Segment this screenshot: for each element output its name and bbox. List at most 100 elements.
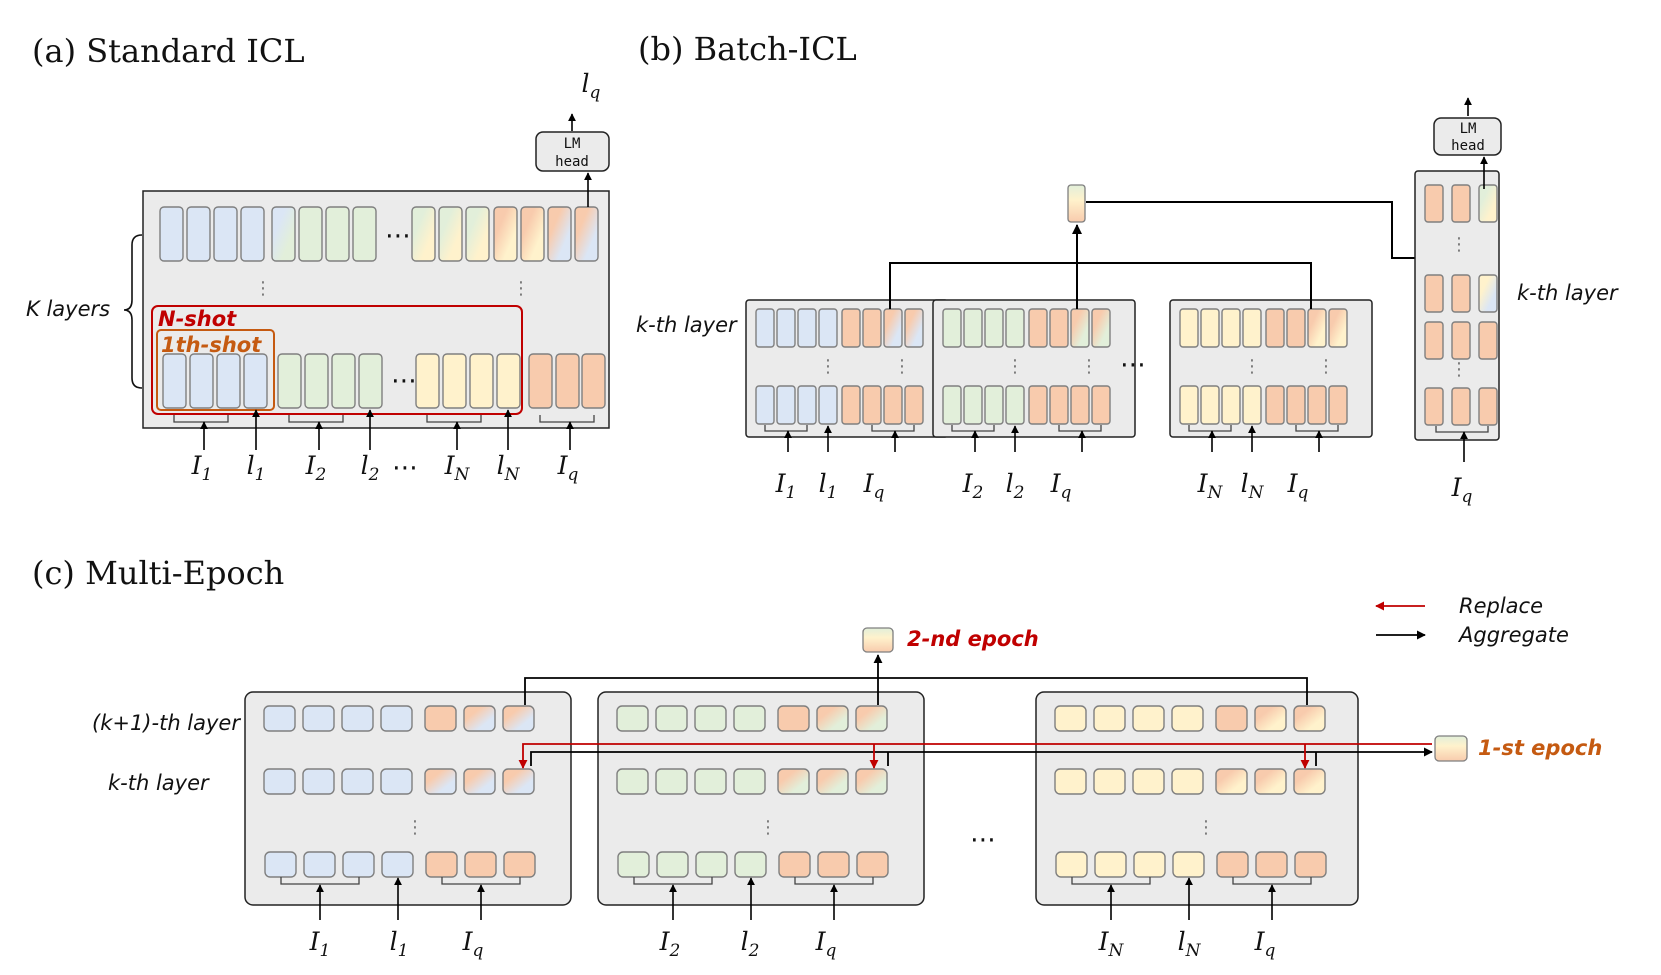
panel-c-title: (c) Multi-Epoch [32,554,284,592]
lm-head-a [535,131,610,172]
token [464,851,497,878]
token [380,705,413,732]
token [1478,184,1498,223]
symbol-l2: l2 [361,451,380,485]
ellipsis: ⋯ [391,366,417,396]
token [942,385,962,425]
panel-a-title: (a) Standard ICL [32,32,305,70]
token [302,768,335,795]
token [465,206,490,262]
token-bracket [633,877,713,885]
token [776,308,796,348]
token [263,705,296,732]
token [617,851,650,878]
k-layers-label: K layers [26,297,110,321]
token-bracket [280,877,360,885]
symbol-l1: l1 [819,469,838,503]
vdots: ⋮ [1450,234,1468,255]
token [574,206,599,262]
token [1049,308,1069,348]
vdots: ⋮ [1006,356,1024,377]
token [1328,385,1348,425]
token [325,206,350,262]
token [263,768,296,795]
token [496,353,521,409]
lm-head-b [1433,117,1502,156]
layers-bracket [123,234,143,389]
token-bracket [1232,877,1312,885]
token [904,385,924,425]
token [816,705,849,732]
one-shot-label: 1th-shot [161,333,262,357]
token [503,851,536,878]
token [855,768,888,795]
symbol-I1: I1 [309,927,331,961]
token-bracket [1071,877,1151,885]
b-kth-layer-right: k-th layer [1517,281,1619,305]
token [520,206,545,262]
token [656,851,689,878]
token [502,705,535,732]
token [694,705,727,732]
token [883,385,903,425]
b-kth-layer-label: k-th layer [636,313,738,337]
token [1132,705,1165,732]
token [243,353,268,409]
lm-head-line2: head [555,154,589,170]
symbol-l1: l1 [390,927,409,961]
token [984,385,1004,425]
token [855,705,888,732]
token [1255,851,1288,878]
token [856,851,889,878]
symbol-I1: I1 [775,469,797,503]
token [777,705,810,732]
token [240,206,265,262]
legend-replace: Replace [1459,594,1543,618]
token [189,353,214,409]
one-shot-frame [156,329,275,411]
token [1091,308,1111,348]
token [816,768,849,795]
symbol-Iq: Iq [1254,927,1276,961]
token [555,353,580,409]
token-bracket [441,877,521,885]
token [1216,851,1249,878]
token [797,385,817,425]
token [862,308,882,348]
ellipsis: ⋯ [970,825,996,855]
token [1179,308,1199,348]
token [733,768,766,795]
token [862,385,882,425]
token [1070,308,1090,348]
token [298,206,323,262]
token [904,308,924,348]
token [358,353,383,409]
token [1028,385,1048,425]
token [1286,308,1306,348]
token [1094,851,1127,878]
vdots: ⋮ [1080,356,1098,377]
token [1005,385,1025,425]
vdots: ⋮ [819,356,837,377]
token [411,206,436,262]
token [302,705,335,732]
token [963,385,983,425]
token [1478,387,1498,426]
token [1294,851,1327,878]
token [1242,308,1262,348]
token [162,353,187,409]
token [1055,851,1088,878]
token [341,705,374,732]
token [1293,768,1326,795]
token [1200,308,1220,348]
token [1254,705,1287,732]
symbol-Iq: Iq [462,927,484,961]
symbol-lN: lN [1178,927,1202,961]
token [1200,385,1220,425]
epoch-1-token [1434,735,1468,762]
symbol-Iq: Iq [1050,469,1072,503]
token [493,206,518,262]
token [1221,308,1241,348]
token [463,705,496,732]
vdots: ⋮ [1317,356,1335,377]
